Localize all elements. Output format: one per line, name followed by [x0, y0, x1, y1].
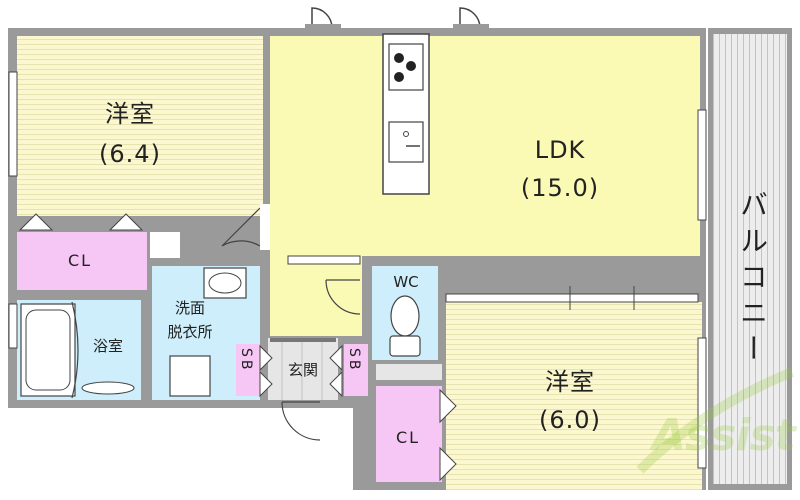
bedroom-nw-name: 洋室 — [105, 100, 155, 128]
bath-label: 浴室 — [92, 337, 123, 355]
shoe-box-left-label: SB — [238, 348, 254, 373]
bedroom-se-size: (6.0) — [539, 406, 601, 434]
entrance-label: 玄関 — [287, 361, 318, 379]
bedroom-se-name: 洋室 — [545, 368, 595, 396]
watermark-swoosh — [636, 367, 794, 474]
wc-label: WC — [393, 273, 419, 291]
stove-icon — [388, 43, 424, 91]
entrance-floor — [268, 338, 338, 400]
closet-se-floor — [376, 386, 442, 482]
bedroom-nw-size: (6.4) — [99, 140, 161, 168]
closet-nw-label: CL — [67, 251, 93, 270]
washing-machine-icon — [169, 355, 211, 397]
window-icon — [8, 71, 707, 469]
ldk-name: LDK — [534, 136, 586, 164]
sliding-door-icon — [445, 293, 699, 303]
ldk-size: (15.0) — [520, 174, 600, 202]
toilet-icon — [389, 295, 421, 357]
ldk-floor — [270, 36, 700, 256]
sink-icon — [388, 121, 424, 163]
door-swing-icon — [221, 207, 361, 441]
washroom-label-line2: 脱衣所 — [167, 323, 213, 341]
washroom-label-line1: 洗面 — [174, 299, 205, 317]
shoe-box-left-floor — [236, 344, 260, 396]
entrance-tile-grid — [281, 342, 323, 400]
hall-floor — [270, 256, 362, 336]
balcony-floor — [713, 34, 787, 484]
balcony-label: バルコニー — [736, 190, 769, 370]
shoe-box-right-label: SB — [346, 348, 362, 373]
closet-door-icon — [18, 213, 457, 482]
watermark-logo: Assist — [652, 410, 796, 461]
closet-nw-floor — [17, 232, 147, 290]
closet-se-label: CL — [395, 428, 421, 447]
bedroom-se-floor — [446, 302, 702, 490]
bedroom-nw-floor — [17, 36, 263, 216]
shoe-box-right-floor — [344, 344, 368, 396]
